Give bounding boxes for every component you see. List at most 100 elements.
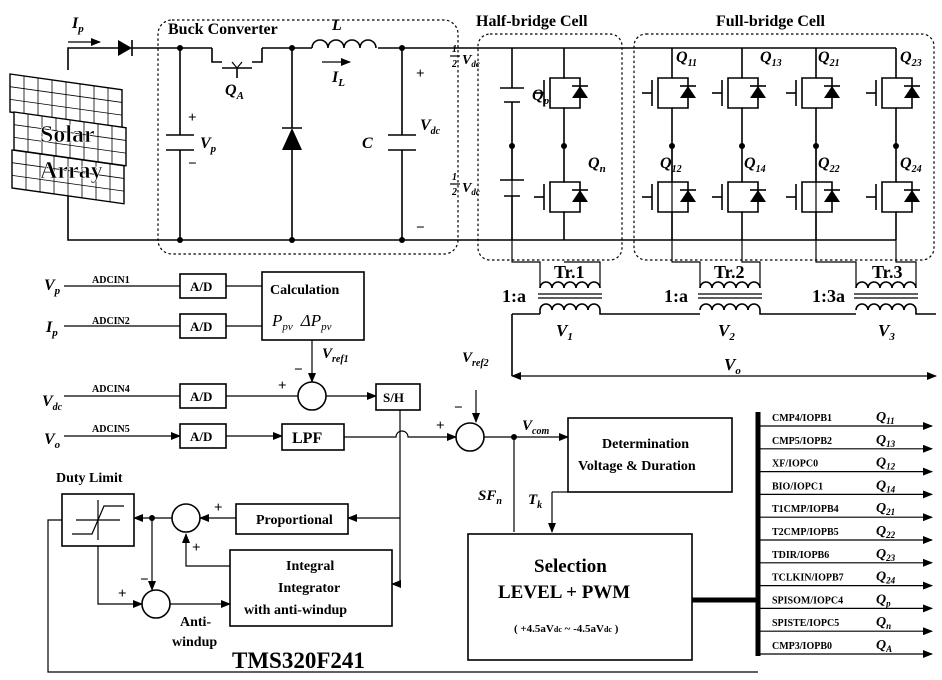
- pin-switch: Q12: [876, 456, 896, 472]
- svg-text:2: 2: [451, 59, 457, 70]
- qa-label: QA: [225, 82, 244, 102]
- pin-label: TDIR/IOPB6: [772, 550, 829, 561]
- c-label: C: [362, 135, 373, 152]
- v1-label: V1: [556, 321, 573, 343]
- dc-capacitor: [388, 134, 416, 151]
- tr1-primary: [539, 281, 601, 289]
- inductor: [311, 39, 377, 49]
- l-label: L: [331, 17, 342, 34]
- q21-label: Q21: [818, 49, 840, 69]
- selection-title: Selection: [534, 556, 607, 577]
- svg-text:−: −: [188, 156, 197, 172]
- sample-hold-label: S/H: [383, 390, 404, 405]
- svg-text:+: +: [416, 66, 425, 82]
- solar-label-2: Array: [40, 158, 103, 184]
- tr2-secondary: [699, 303, 761, 311]
- top-rail: [67, 47, 118, 70]
- ad-label-4: A/D: [190, 389, 212, 404]
- qa-switch: [211, 48, 263, 78]
- pin-switch: Qp: [876, 592, 891, 608]
- sum-junction-1: [297, 381, 327, 411]
- buck-box: [157, 19, 459, 255]
- svg-text:1: 1: [452, 44, 457, 55]
- svg-text:+: +: [188, 110, 197, 126]
- half-bridge-title: Half-bridge Cell: [476, 13, 588, 30]
- selection-range: ( +4.5aVdc ~ -4.5aVdc ): [514, 623, 619, 635]
- il-label: IL: [331, 69, 345, 89]
- tr3-label: Tr.3: [872, 262, 903, 282]
- vp-label: Vp: [200, 135, 217, 155]
- split-cap-top: [500, 87, 524, 103]
- sample-hold-block: [375, 383, 421, 411]
- proportional-block: [235, 503, 349, 535]
- v3-label: V3: [878, 321, 895, 343]
- pin-switch: Q13: [876, 433, 896, 449]
- pin-label: SPISTE/IOPC5: [772, 618, 839, 629]
- integral-line-2: Integrator: [278, 581, 340, 596]
- ad-label-1: A/D: [190, 279, 212, 294]
- calculation-title: Calculation: [270, 283, 339, 298]
- q12-label: Q12: [660, 155, 682, 175]
- pin-label: CMP3/IOPB0: [772, 641, 832, 652]
- svg-text:−: −: [454, 400, 463, 416]
- q11-label: Q11: [676, 49, 697, 69]
- adcin5: ADCIN5: [92, 424, 130, 435]
- vdc-input-label: Vdc: [42, 393, 63, 413]
- determination-line-1: Determination: [602, 437, 689, 452]
- adcin4: ADCIN4: [92, 384, 130, 395]
- anti-windup-label-2: windup: [172, 635, 217, 650]
- buck-title: Buck Converter: [168, 21, 278, 38]
- qp-label: Qp: [532, 87, 550, 107]
- input-diode: [118, 40, 132, 56]
- svg-text:+: +: [436, 418, 445, 434]
- sum-junction-2: [455, 422, 485, 452]
- freewheel-diode: [282, 128, 302, 150]
- mosfet-upper-4: [866, 66, 920, 120]
- duty-limit-label: Duty Limit: [56, 471, 123, 486]
- mosfet-upper-0: [534, 66, 588, 120]
- tr2-label: Tr.2: [714, 262, 745, 282]
- vo-label: Vo: [724, 355, 741, 377]
- anti-windup-junction: [141, 589, 171, 619]
- ratio2-label: 1:a: [664, 286, 688, 306]
- pin-label: T1CMP/IOPB4: [772, 504, 839, 515]
- half-bridge-box: [477, 33, 623, 261]
- svg-text:−: −: [294, 362, 303, 378]
- ratio3-label: 1:3a: [812, 286, 845, 306]
- vref2-label: Vref2: [462, 350, 489, 369]
- svg-text:+: +: [214, 500, 223, 516]
- q14-label: Q14: [744, 155, 766, 175]
- mosfet-legs: [512, 47, 920, 241]
- selection-block: [467, 533, 693, 661]
- qn-label: Qn: [588, 155, 606, 175]
- tr1-label: Tr.1: [554, 262, 585, 282]
- input-capacitor: [166, 134, 194, 151]
- half-vdc-top: Vdc: [462, 53, 480, 69]
- pin-switch: Q23: [876, 547, 896, 563]
- tr3-primary: [855, 281, 917, 289]
- transformers: [511, 146, 936, 376]
- anti-windup-label-1: Anti-: [180, 615, 211, 630]
- full-bridge-title: Full-bridge Cell: [716, 13, 825, 30]
- pin-label: CMP5/IOPB2: [772, 436, 832, 447]
- calculation-block: [261, 271, 365, 341]
- mosfet-upper-2: [712, 66, 766, 120]
- mosfet-upper-3: [786, 66, 840, 120]
- selection-subtitle: LEVEL + PWM: [498, 582, 630, 603]
- svg-text:+: +: [118, 586, 127, 602]
- svg-text:1: 1: [452, 172, 457, 183]
- q13-label: Q13: [760, 49, 782, 69]
- v2-label: V2: [718, 321, 735, 343]
- ip-input-label: Ip: [45, 319, 58, 339]
- svg-text:+: +: [278, 378, 287, 394]
- lpf-label: LPF: [292, 430, 322, 447]
- integral-line-3: with anti-windup: [244, 603, 347, 618]
- mosfet-lower-3: [786, 170, 840, 224]
- pin-switch: Qn: [876, 615, 891, 631]
- pin-label: T2CMP/IOPB5: [772, 527, 839, 538]
- pin-label: TCLKIN/IOPB7: [772, 573, 844, 584]
- sfn-label: SFn: [478, 488, 502, 507]
- full-bridge-box: [633, 33, 935, 261]
- vcom-label: Vcom: [522, 418, 549, 437]
